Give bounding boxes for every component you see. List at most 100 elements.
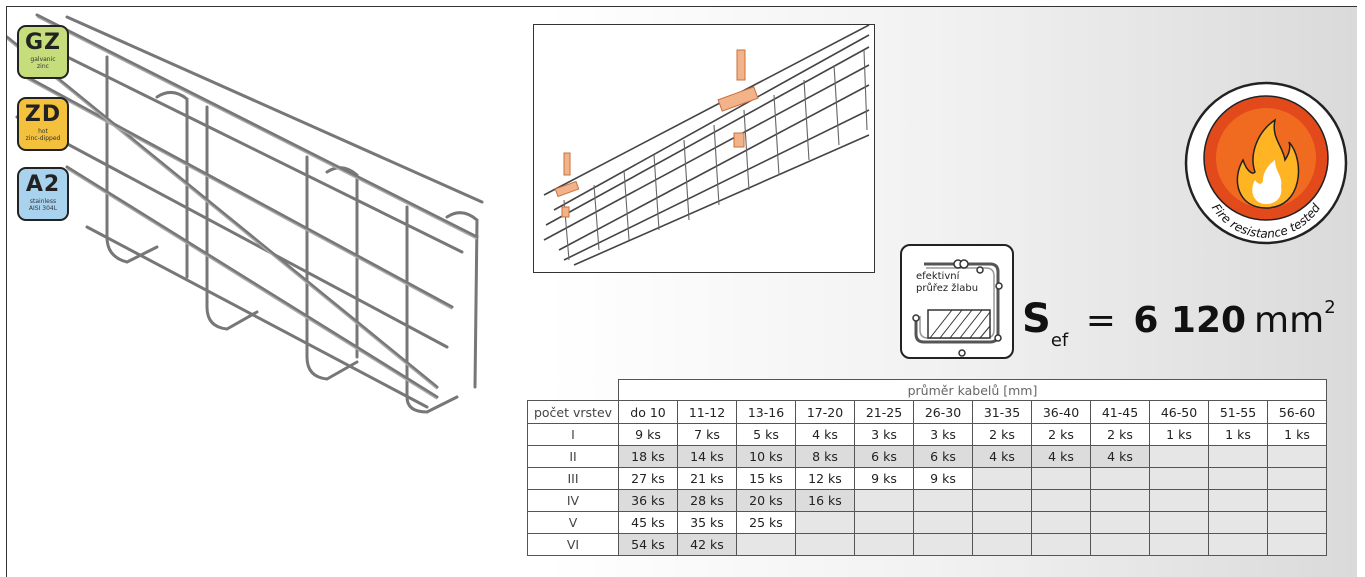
count-cell xyxy=(854,533,914,556)
layer-cell: I xyxy=(527,423,619,446)
count-cell: 10 ks xyxy=(736,445,796,468)
count-cell: 8 ks xyxy=(795,445,855,468)
wire-tray-illustration xyxy=(7,13,484,414)
count-cell: 1 ks xyxy=(1208,423,1268,446)
column-header: 21-25 xyxy=(854,400,914,424)
count-cell: 45 ks xyxy=(618,511,678,534)
count-cell: 18 ks xyxy=(618,445,678,468)
cross-section-icon: efektivní průřez žlabu xyxy=(900,244,1014,359)
count-cell: 35 ks xyxy=(677,511,737,534)
cross-section-label: efektivní průřez žlabu xyxy=(916,271,978,295)
sef-symbol: S xyxy=(1022,296,1051,342)
count-cell xyxy=(913,533,973,556)
count-cell xyxy=(1149,445,1209,468)
sef-equals: = xyxy=(1085,300,1116,341)
count-cell xyxy=(972,533,1032,556)
column-header: 17-20 xyxy=(795,400,855,424)
column-header: 26-30 xyxy=(913,400,973,424)
top-rule xyxy=(1007,6,1008,7)
count-cell xyxy=(1208,511,1268,534)
badge-zd: ZD hot zinc-dipped xyxy=(17,97,69,151)
layer-cell: II xyxy=(527,445,619,468)
top-rule xyxy=(884,6,885,7)
count-cell: 4 ks xyxy=(1090,445,1150,468)
layer-cell: IV xyxy=(527,489,619,512)
count-cell xyxy=(795,533,855,556)
column-header: 46-50 xyxy=(1149,400,1209,424)
column-header: 11-12 xyxy=(677,400,737,424)
column-header: 31-35 xyxy=(972,400,1032,424)
column-header: 56-60 xyxy=(1267,400,1327,424)
count-cell: 21 ks xyxy=(677,467,737,490)
table-title: průměr kabelů [mm] xyxy=(618,379,1327,401)
layer-cell: V xyxy=(527,511,619,534)
count-cell: 54 ks xyxy=(618,533,678,556)
count-cell: 14 ks xyxy=(677,445,737,468)
count-cell xyxy=(1208,489,1268,512)
count-cell xyxy=(795,511,855,534)
sef-power: 2 xyxy=(1324,297,1336,318)
count-cell xyxy=(1267,533,1327,556)
count-cell: 9 ks xyxy=(618,423,678,446)
count-cell: 4 ks xyxy=(972,445,1032,468)
layer-cell: VI xyxy=(527,533,619,556)
count-cell xyxy=(972,511,1032,534)
column-header: 36-40 xyxy=(1031,400,1091,424)
badge-code: GZ xyxy=(24,30,61,55)
badge-a2: A2 stainless AISI 304L xyxy=(17,167,69,221)
count-cell xyxy=(1267,467,1327,490)
count-cell xyxy=(1208,467,1268,490)
count-cell: 7 ks xyxy=(677,423,737,446)
count-cell xyxy=(736,533,796,556)
badge-code: ZD xyxy=(24,102,62,127)
catalog-page: GZ galvanic zinc ZD hot zinc-dipped A2 s… xyxy=(6,6,1357,577)
count-cell: 5 ks xyxy=(736,423,796,446)
layers-header: počet vrstev xyxy=(527,400,619,424)
count-cell: 6 ks xyxy=(913,445,973,468)
badge-sub: hot xyxy=(38,128,48,135)
column-header: 13-16 xyxy=(736,400,796,424)
count-cell xyxy=(972,489,1032,512)
count-cell: 1 ks xyxy=(1267,423,1327,446)
fire-resistance-badge: Fire resistance tested xyxy=(1184,81,1348,245)
count-cell: 27 ks xyxy=(618,467,678,490)
count-cell xyxy=(913,489,973,512)
count-cell: 42 ks xyxy=(677,533,737,556)
badge-gz: GZ galvanic zinc xyxy=(17,25,69,79)
cross-section-label-line: efektivní xyxy=(916,271,960,282)
count-cell xyxy=(1267,445,1327,468)
count-cell xyxy=(972,467,1032,490)
count-cell: 3 ks xyxy=(854,423,914,446)
count-cell: 2 ks xyxy=(1031,423,1091,446)
count-cell: 36 ks xyxy=(618,489,678,512)
badge-sub: AISI 304L xyxy=(28,205,58,212)
badge-code: A2 xyxy=(25,172,61,197)
installation-drawing xyxy=(543,25,870,266)
count-cell xyxy=(854,489,914,512)
count-cell: 16 ks xyxy=(795,489,855,512)
count-cell xyxy=(1090,511,1150,534)
column-header: do 10 xyxy=(618,400,678,424)
top-rule xyxy=(1262,6,1263,7)
table-corner xyxy=(528,380,619,401)
count-cell: 9 ks xyxy=(913,467,973,490)
count-cell xyxy=(1149,489,1209,512)
count-cell xyxy=(1031,511,1091,534)
badge-sub: stainless xyxy=(29,198,57,205)
count-cell: 20 ks xyxy=(736,489,796,512)
count-cell: 6 ks xyxy=(854,445,914,468)
sef-number: 6 120 xyxy=(1133,300,1247,341)
count-cell xyxy=(1267,489,1327,512)
layer-cell: III xyxy=(527,467,619,490)
count-cell: 4 ks xyxy=(795,423,855,446)
count-cell xyxy=(913,511,973,534)
cross-section-label-line: průřez žlabu xyxy=(916,283,979,294)
count-cell xyxy=(1031,467,1091,490)
count-cell: 28 ks xyxy=(677,489,737,512)
count-cell xyxy=(1090,533,1150,556)
